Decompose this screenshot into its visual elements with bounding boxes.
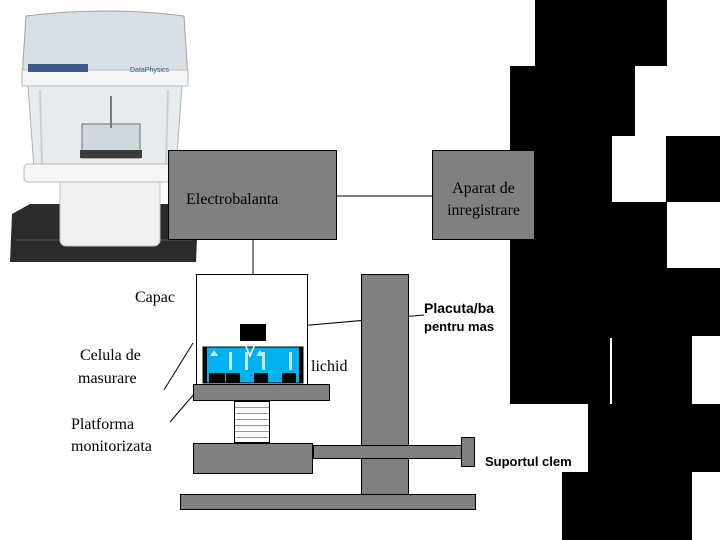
label-lichid: lichid bbox=[311, 358, 348, 375]
platform-top bbox=[193, 384, 330, 401]
label-suport: Suportul clem bbox=[485, 454, 572, 469]
stand-column bbox=[361, 274, 409, 496]
placuta-probe bbox=[240, 324, 266, 341]
label-aparat-line2: inregistrare bbox=[447, 202, 520, 219]
label-capac: Capac bbox=[135, 289, 175, 306]
clamp-arm bbox=[313, 445, 463, 459]
label-celula-line1: Celula de bbox=[80, 347, 141, 364]
label-placuta-line2: pentru mas bbox=[424, 319, 495, 334]
electrobalanta-box bbox=[168, 150, 337, 240]
label-placuta-line1: Placuta/ba bbox=[424, 300, 495, 316]
label-celula-line2: masurare bbox=[78, 370, 137, 387]
label-electrobalanta: Electrobalanta bbox=[186, 191, 279, 208]
device-top-cap bbox=[21, 10, 189, 79]
platform-spring bbox=[234, 401, 270, 443]
pointer-platforma bbox=[169, 392, 196, 423]
platform-bottom bbox=[193, 443, 313, 474]
aparat-inregistrare-box bbox=[432, 150, 535, 240]
stand-base bbox=[180, 494, 476, 510]
label-platforma-line1: Platforma bbox=[71, 416, 135, 433]
label-aparat-line1: Aparat de bbox=[452, 180, 515, 197]
clamp-knob bbox=[461, 437, 475, 467]
label-platforma-line2: monitorizata bbox=[71, 438, 152, 455]
device-logo: DataPhysics bbox=[130, 67, 169, 74]
pointer-celula bbox=[163, 342, 194, 391]
